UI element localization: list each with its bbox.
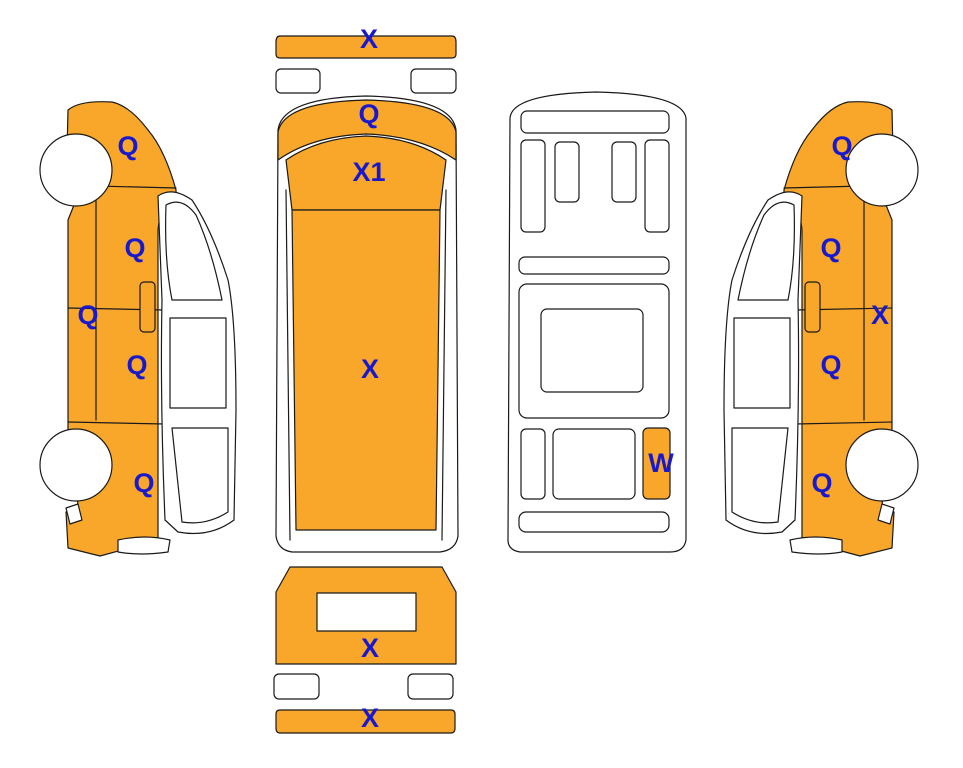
code-roof: X	[361, 354, 379, 384]
code-left-door-lower: Q	[126, 350, 147, 380]
right-mirror	[877, 503, 895, 525]
dash-panel	[520, 110, 670, 134]
front-seat-left-outer	[520, 139, 546, 233]
front-seat-right-inner	[611, 141, 637, 203]
left-window	[165, 201, 223, 301]
left-fender-line	[95, 185, 177, 189]
rear-floor-center	[552, 428, 636, 500]
roof-panel	[291, 209, 441, 531]
cross-member	[518, 256, 670, 275]
left-headlight	[275, 68, 321, 94]
code-left-front-fender: Q	[117, 131, 138, 161]
right-bumper-rear	[789, 536, 843, 555]
right-door-handle	[804, 281, 821, 333]
code-rear-right-floor: W	[648, 448, 674, 478]
cowl-windshield	[285, 135, 447, 211]
code-hood: Q	[358, 99, 379, 129]
rear-floor-left	[520, 428, 546, 500]
left-front-wheel	[39, 133, 113, 207]
damage-codes: Q Q Q Q Q X Q X1 X X X W Q Q X Q Q	[77, 24, 889, 733]
code-right-pillar: X	[871, 300, 889, 330]
code-left-sill: Q	[77, 300, 98, 330]
center-console	[540, 308, 644, 393]
right-quarter-line	[794, 421, 893, 425]
left-mirror	[65, 503, 83, 525]
left-rear-wheel	[39, 428, 113, 502]
hood	[277, 99, 457, 161]
rear-floor-right	[642, 427, 671, 500]
code-right-door-lower: Q	[820, 350, 841, 380]
right-window-tail	[731, 427, 789, 524]
right-front-wheel	[845, 133, 919, 207]
left-quarter-line	[67, 421, 166, 425]
front-bumper	[275, 35, 457, 59]
code-front-bumper: X	[360, 24, 378, 54]
right-window-rear	[733, 317, 791, 409]
top-right-rail	[441, 189, 447, 541]
rear-bumper	[275, 709, 456, 734]
front-seat-right-outer	[644, 139, 670, 233]
left-door-handle	[139, 281, 156, 333]
right-headlight	[410, 68, 457, 94]
interior-view	[507, 91, 687, 553]
left-taillight	[273, 673, 320, 700]
left-side-view	[39, 101, 237, 557]
code-right-front-fender: Q	[831, 131, 852, 161]
code-rear-bumper: X	[361, 703, 379, 733]
front-seat-left-inner	[554, 141, 580, 203]
right-window	[737, 201, 795, 301]
rear-step	[518, 511, 670, 533]
top-left-rail	[285, 189, 291, 541]
code-right-rear-quarter: Q	[811, 468, 832, 498]
right-side-view	[723, 101, 919, 557]
right-rear-wheel	[845, 428, 919, 502]
rear-view	[273, 566, 457, 734]
top-view	[275, 35, 459, 553]
code-tailgate: X	[361, 633, 379, 663]
right-taillight	[407, 673, 454, 700]
code-left-door-upper: Q	[124, 233, 145, 263]
left-window-rear	[169, 317, 227, 409]
code-left-rear-quarter: Q	[133, 468, 154, 498]
left-window-tail	[171, 427, 229, 524]
code-right-door-upper: Q	[820, 233, 841, 263]
left-bumper-rear	[117, 536, 171, 555]
code-cowl: X1	[352, 157, 385, 187]
rear-window	[316, 592, 417, 632]
